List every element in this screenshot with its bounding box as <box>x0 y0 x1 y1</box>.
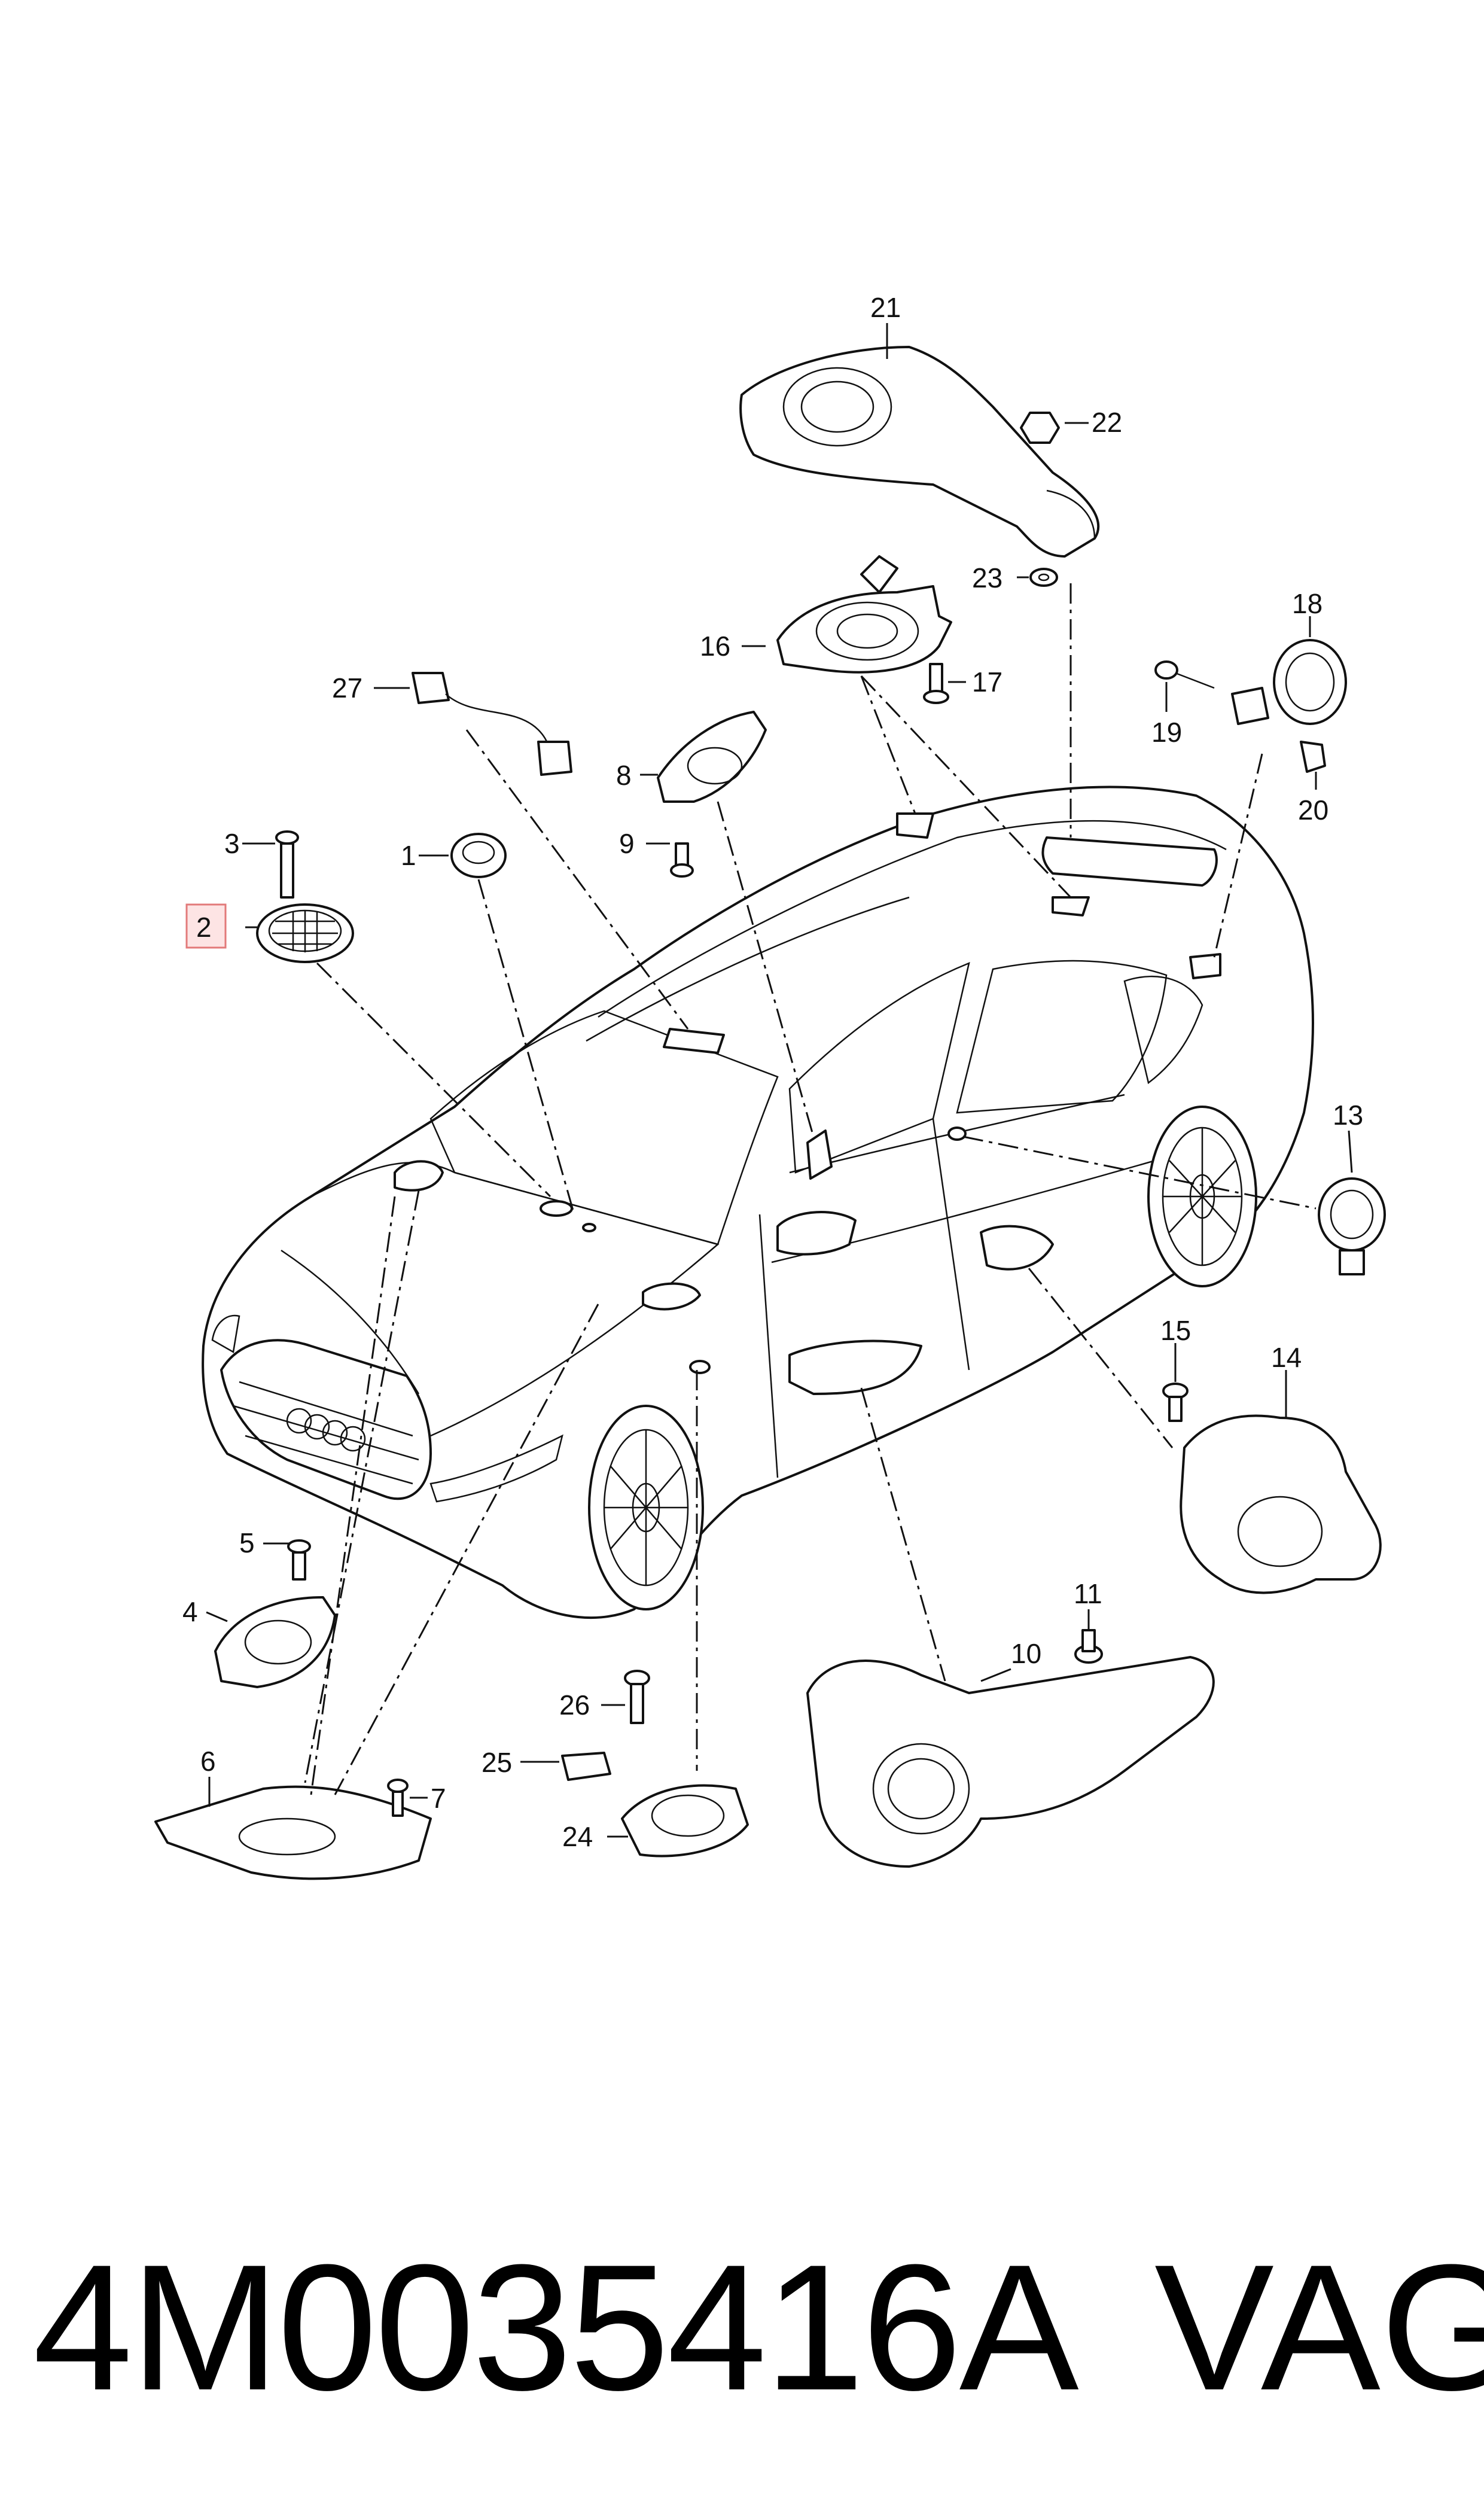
audi-rings-logo <box>286 1408 366 1452</box>
callout-22: 22 <box>1092 407 1122 438</box>
callout-17: 17 <box>972 666 1002 698</box>
bass-speaker-enclosure-21 <box>739 346 1100 558</box>
tweeter-1 <box>450 833 507 878</box>
callout-24: 24 <box>562 1821 593 1852</box>
callout-labels: 21 22 23 16 17 18 19 20 27 8 9 1 3 2 13 … <box>182 292 1363 1852</box>
screw-15 <box>1162 1383 1189 1422</box>
speaker-13 <box>1318 1177 1386 1275</box>
screw-17 <box>923 663 949 704</box>
callout-16: 16 <box>700 631 730 662</box>
washer-23 <box>1029 568 1058 587</box>
screw-3 <box>275 830 299 899</box>
callout-23: 23 <box>972 562 1002 593</box>
car-body-outline <box>202 785 1314 1619</box>
callout-6: 6 <box>200 1746 216 1777</box>
callout-25: 25 <box>482 1747 512 1778</box>
wiring-harness-27 <box>412 672 572 776</box>
callout-9: 9 <box>619 828 635 859</box>
callout-21: 21 <box>870 292 901 323</box>
callout-4: 4 <box>182 1596 198 1627</box>
screw-11 <box>1074 1629 1103 1664</box>
callout-10: 10 <box>1011 1638 1041 1669</box>
nut-22 <box>1020 412 1060 444</box>
leader-lines <box>206 323 1353 1838</box>
callout-11: 11 <box>1074 1578 1102 1609</box>
clip-25 <box>561 1752 611 1781</box>
screw-5 <box>287 1539 311 1581</box>
screw-9 <box>670 842 694 878</box>
screw-19 <box>1154 660 1215 689</box>
callout-2: 2 <box>196 912 212 943</box>
callout-7: 7 <box>431 1783 446 1814</box>
speaker-enclosure-10 <box>806 1656 1215 1868</box>
part-number-text: 4M0035416A <box>33 2227 1079 2428</box>
callout-18: 18 <box>1292 588 1323 619</box>
front-wheel <box>588 1405 704 1610</box>
brand-text: VAG <box>1154 2227 1484 2428</box>
speaker-4 <box>214 1596 336 1688</box>
callout-13: 13 <box>1333 1100 1363 1131</box>
dash-dot-connectors <box>304 583 1317 1795</box>
clip-20 <box>1300 741 1326 773</box>
screw-26 <box>624 1670 650 1724</box>
speaker-bracket-16 <box>776 555 952 674</box>
callout-19: 19 <box>1151 717 1182 748</box>
callout-14: 14 <box>1271 1342 1302 1373</box>
trim-cover-6 <box>154 1785 432 1880</box>
callout-1: 1 <box>401 840 416 871</box>
callout-27: 27 <box>332 672 362 704</box>
callout-8: 8 <box>616 760 632 791</box>
screw-7 <box>387 1779 409 1817</box>
callout-26: 26 <box>559 1689 590 1721</box>
speaker-grille-2 <box>256 903 354 963</box>
callout-2-highlight-box <box>185 903 227 949</box>
speaker-24 <box>621 1784 749 1858</box>
callout-20: 20 <box>1298 794 1328 826</box>
callout-15: 15 <box>1160 1315 1191 1346</box>
callout-5: 5 <box>239 1527 255 1558</box>
speaker-8 <box>657 711 767 803</box>
callout-3: 3 <box>224 828 240 859</box>
tweeter-18 <box>1231 639 1347 725</box>
speaker-enclosure-14 <box>1180 1414 1382 1594</box>
rear-wheel <box>1147 1106 1257 1287</box>
